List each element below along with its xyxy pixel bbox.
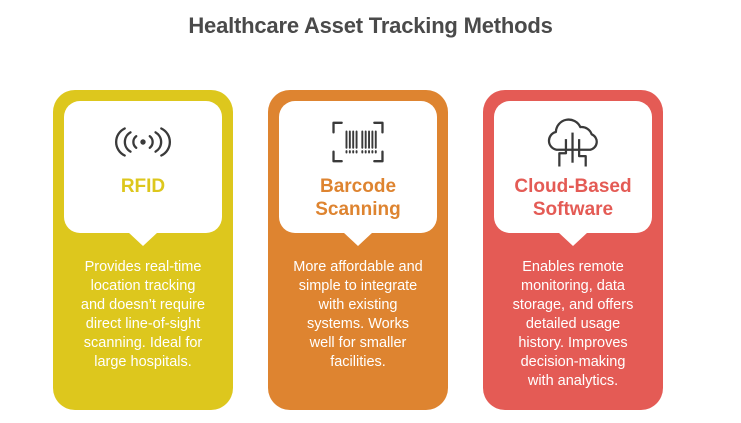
card-barcode: Barcode Scanning More affordable and sim… (268, 90, 448, 410)
page-title: Healthcare Asset Tracking Methods (188, 13, 553, 38)
card-rfid-bubble: RFID (64, 101, 222, 233)
barcode-scan-icon (327, 113, 389, 171)
card-barcode-bubble: Barcode Scanning (279, 101, 437, 233)
card-rfid-description: Provides real-time location tracking and… (80, 259, 206, 370)
card-rfid-title: RFID (120, 176, 166, 197)
card-rfid: RFID Provides real-time location trackin… (53, 90, 233, 410)
rfid-signal-icon (110, 113, 176, 171)
cards-row: RFID Provides real-time location trackin… (53, 90, 663, 410)
cloud-data-icon (541, 113, 605, 171)
card-cloud-title: Cloud-Based Software (514, 176, 632, 220)
card-cloud: Cloud-Based Software Enables remote moni… (483, 90, 663, 410)
card-cloud-bubble: Cloud-Based Software (494, 101, 652, 233)
card-cloud-description: Enables remote monitoring, data storage,… (512, 259, 634, 389)
card-barcode-description: More affordable and simple to integrate … (293, 259, 423, 370)
card-barcode-title: Barcode Scanning (315, 176, 401, 220)
